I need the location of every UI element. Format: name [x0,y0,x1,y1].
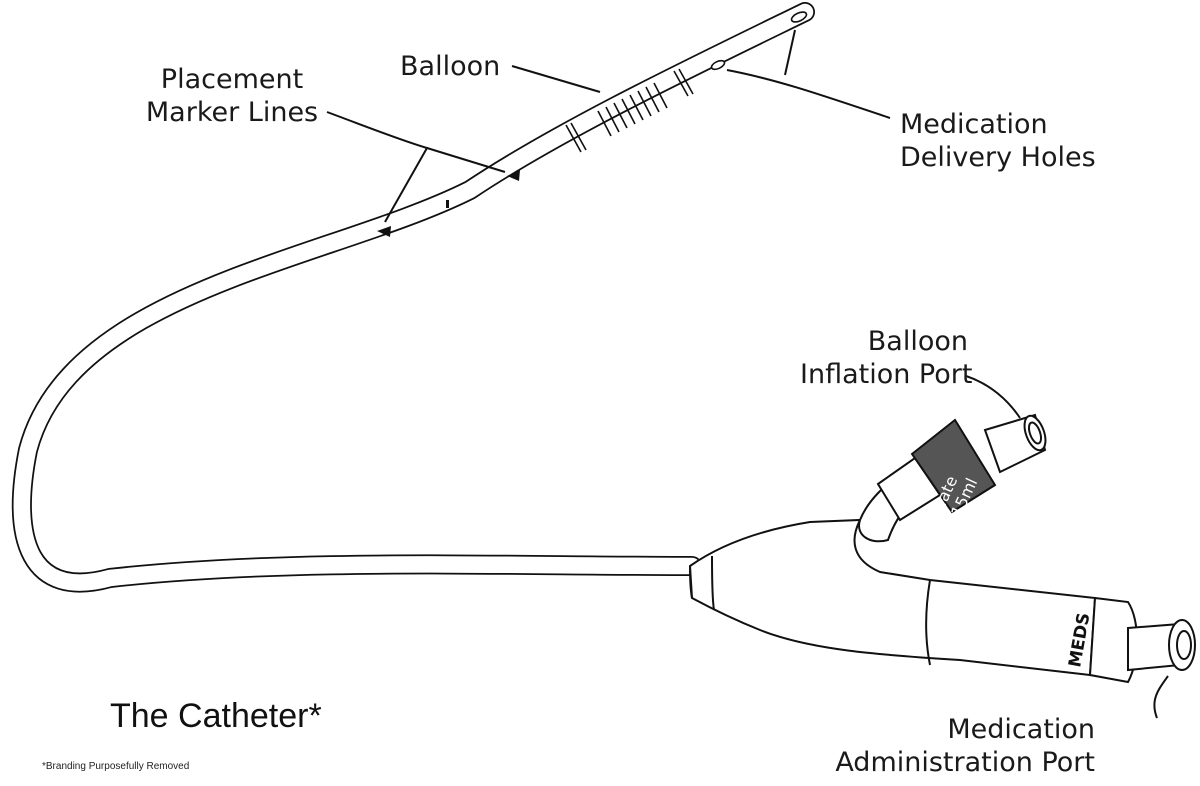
y-hub [688,518,1097,677]
catheter-tube [11,2,815,593]
balloon-section [565,68,694,153]
inflation-arm [858,413,1047,543]
medication-port [1088,596,1196,684]
balloon-inflation-port-label: Balloon Inflation Port [800,326,973,390]
delivery-hole-1 [790,11,808,23]
diagram-title: The Catheter* [110,697,322,735]
medication-administration-port-label: Medication Administration Port [835,714,1095,778]
placement-markers [377,170,520,237]
branding-note: *Branding Purposefully Removed [42,761,190,772]
delivery-hole-2 [710,59,726,71]
balloon-label: Balloon [400,51,501,82]
leader-lines [326,29,1169,719]
medication-delivery-holes-label: Medication Delivery Holes [900,109,1096,173]
placement-marker-lines-label: Placement Marker Lines [145,64,319,128]
